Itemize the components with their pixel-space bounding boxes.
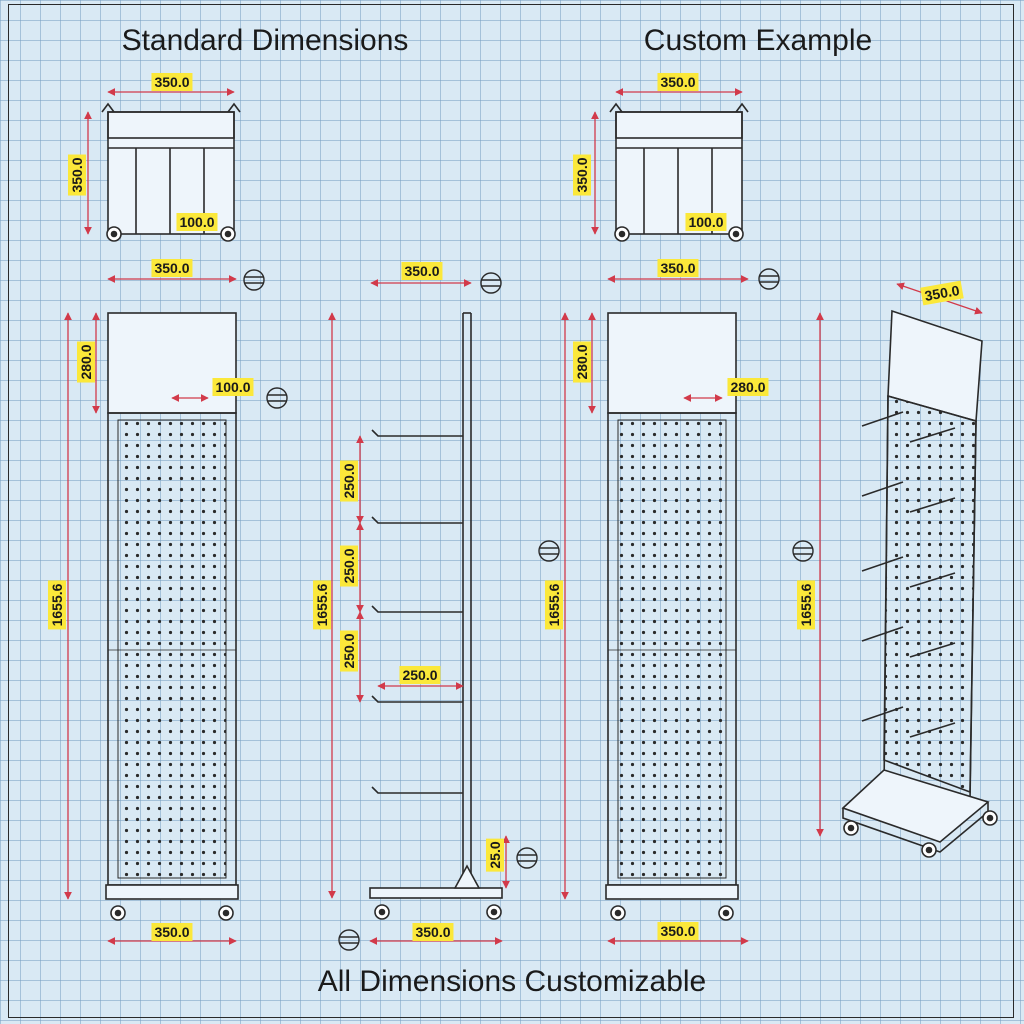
iso-hook-left-2	[861, 556, 904, 572]
std-width-datum-icon	[243, 269, 265, 291]
std-front-pegboard	[117, 419, 227, 879]
iso-wheel-front-right-hub	[925, 846, 933, 854]
iso-hook-left-1	[861, 481, 904, 497]
iso-height-label: 1655.6	[797, 580, 815, 630]
standard-dimensions-heading: Standard Dimensions	[121, 24, 409, 57]
std-top-wheel-left-hub	[110, 230, 118, 238]
iso-hook-right-4	[909, 722, 956, 738]
custom-example-heading: Custom Example	[643, 24, 873, 57]
cus-top-divider-label: 100.0	[685, 213, 727, 231]
std-front-wheel-right-hub	[222, 909, 230, 917]
side-gap-3-label: 250.0	[340, 630, 358, 672]
side-top-width-label: 350.0	[401, 262, 443, 280]
cus-top-clip-right	[735, 102, 749, 113]
side-height-label: 1655.6	[313, 580, 331, 630]
std-top-cap	[107, 111, 235, 139]
cus-top-cap	[615, 111, 743, 139]
iso-right-upright	[969, 420, 977, 801]
iso-wheel-front-left-hub	[847, 824, 855, 832]
std-front-base-label: 350.0	[151, 923, 193, 941]
iso-pegboard	[883, 394, 977, 794]
side-wheel-right-hub	[490, 908, 498, 916]
cus-front-width-label: 350.0	[657, 259, 699, 277]
side-base-width-label: 350.0	[412, 923, 454, 941]
iso-base-edge	[842, 802, 989, 853]
iso-hook-right-2	[909, 572, 956, 588]
iso-hook-left-3	[861, 626, 904, 642]
iso-left-upright	[883, 395, 889, 791]
iso-hook-left-4	[861, 706, 904, 722]
side-base-plate	[369, 887, 503, 899]
std-front-width-label: 350.0	[151, 259, 193, 277]
cus-height-datum-icon	[538, 540, 560, 562]
cus-width-datum-icon	[758, 268, 780, 290]
cus-front-wheel-right-hub	[722, 909, 730, 917]
iso-hook-right-3	[909, 642, 956, 658]
iso-height-datum-icon	[792, 540, 814, 562]
side-hook-4	[371, 786, 463, 794]
side-base-datum-icon	[516, 847, 538, 869]
cus-top-width-label: 350.0	[657, 73, 699, 91]
std-top-clip-left	[101, 102, 115, 113]
std-front-wheel-left-hub	[114, 909, 122, 917]
side-base-gusset	[453, 864, 481, 889]
iso-hook-right-1	[909, 497, 956, 513]
cus-front-pegboard	[617, 419, 727, 879]
std-hole-datum-icon	[266, 387, 288, 409]
footer-heading: All Dimensions Customizable	[317, 965, 707, 998]
cus-top-depth-label: 350.0	[573, 154, 591, 196]
std-front-hole-label: 100.0	[212, 378, 254, 396]
iso-hook-left-0	[861, 411, 904, 427]
std-front-header-label: 280.0	[77, 341, 95, 383]
cus-top-wheel-left-hub	[618, 230, 626, 238]
cus-top-clip-left	[609, 102, 623, 113]
cus-front-header-label: 280.0	[573, 341, 591, 383]
cus-top-wheel-right-hub	[732, 230, 740, 238]
side-hook-length-label: 250.0	[399, 666, 441, 684]
std-top-width-label: 350.0	[151, 73, 193, 91]
std-top-divider-label: 100.0	[176, 213, 218, 231]
std-top-depth-label: 350.0	[68, 154, 86, 196]
side-wheel-datum-icon	[338, 929, 360, 951]
cus-front-hole-label: 280.0	[727, 378, 769, 396]
cus-front-base	[605, 884, 739, 900]
side-wheel-left-hub	[378, 908, 386, 916]
side-base-height-label: 25.0	[486, 838, 504, 872]
std-front-height-label: 1655.6	[48, 580, 66, 630]
iso-wheel-back-right-hub	[986, 814, 994, 822]
side-hook-1	[371, 516, 463, 524]
side-gap-2-label: 250.0	[340, 545, 358, 587]
side-hook-0	[371, 429, 463, 437]
cus-front-height-label: 1655.6	[545, 580, 563, 630]
side-gap-1-label: 250.0	[340, 460, 358, 502]
side-hook-3	[371, 695, 463, 703]
std-top-clip-right	[227, 102, 241, 113]
cus-front-base-label: 350.0	[657, 922, 699, 940]
std-front-base	[105, 884, 239, 900]
cus-front-wheel-left-hub	[614, 909, 622, 917]
iso-hook-right-0	[909, 427, 956, 443]
side-width-datum-icon	[480, 272, 502, 294]
std-top-wheel-right-hub	[224, 230, 232, 238]
side-hook-2	[371, 605, 463, 613]
